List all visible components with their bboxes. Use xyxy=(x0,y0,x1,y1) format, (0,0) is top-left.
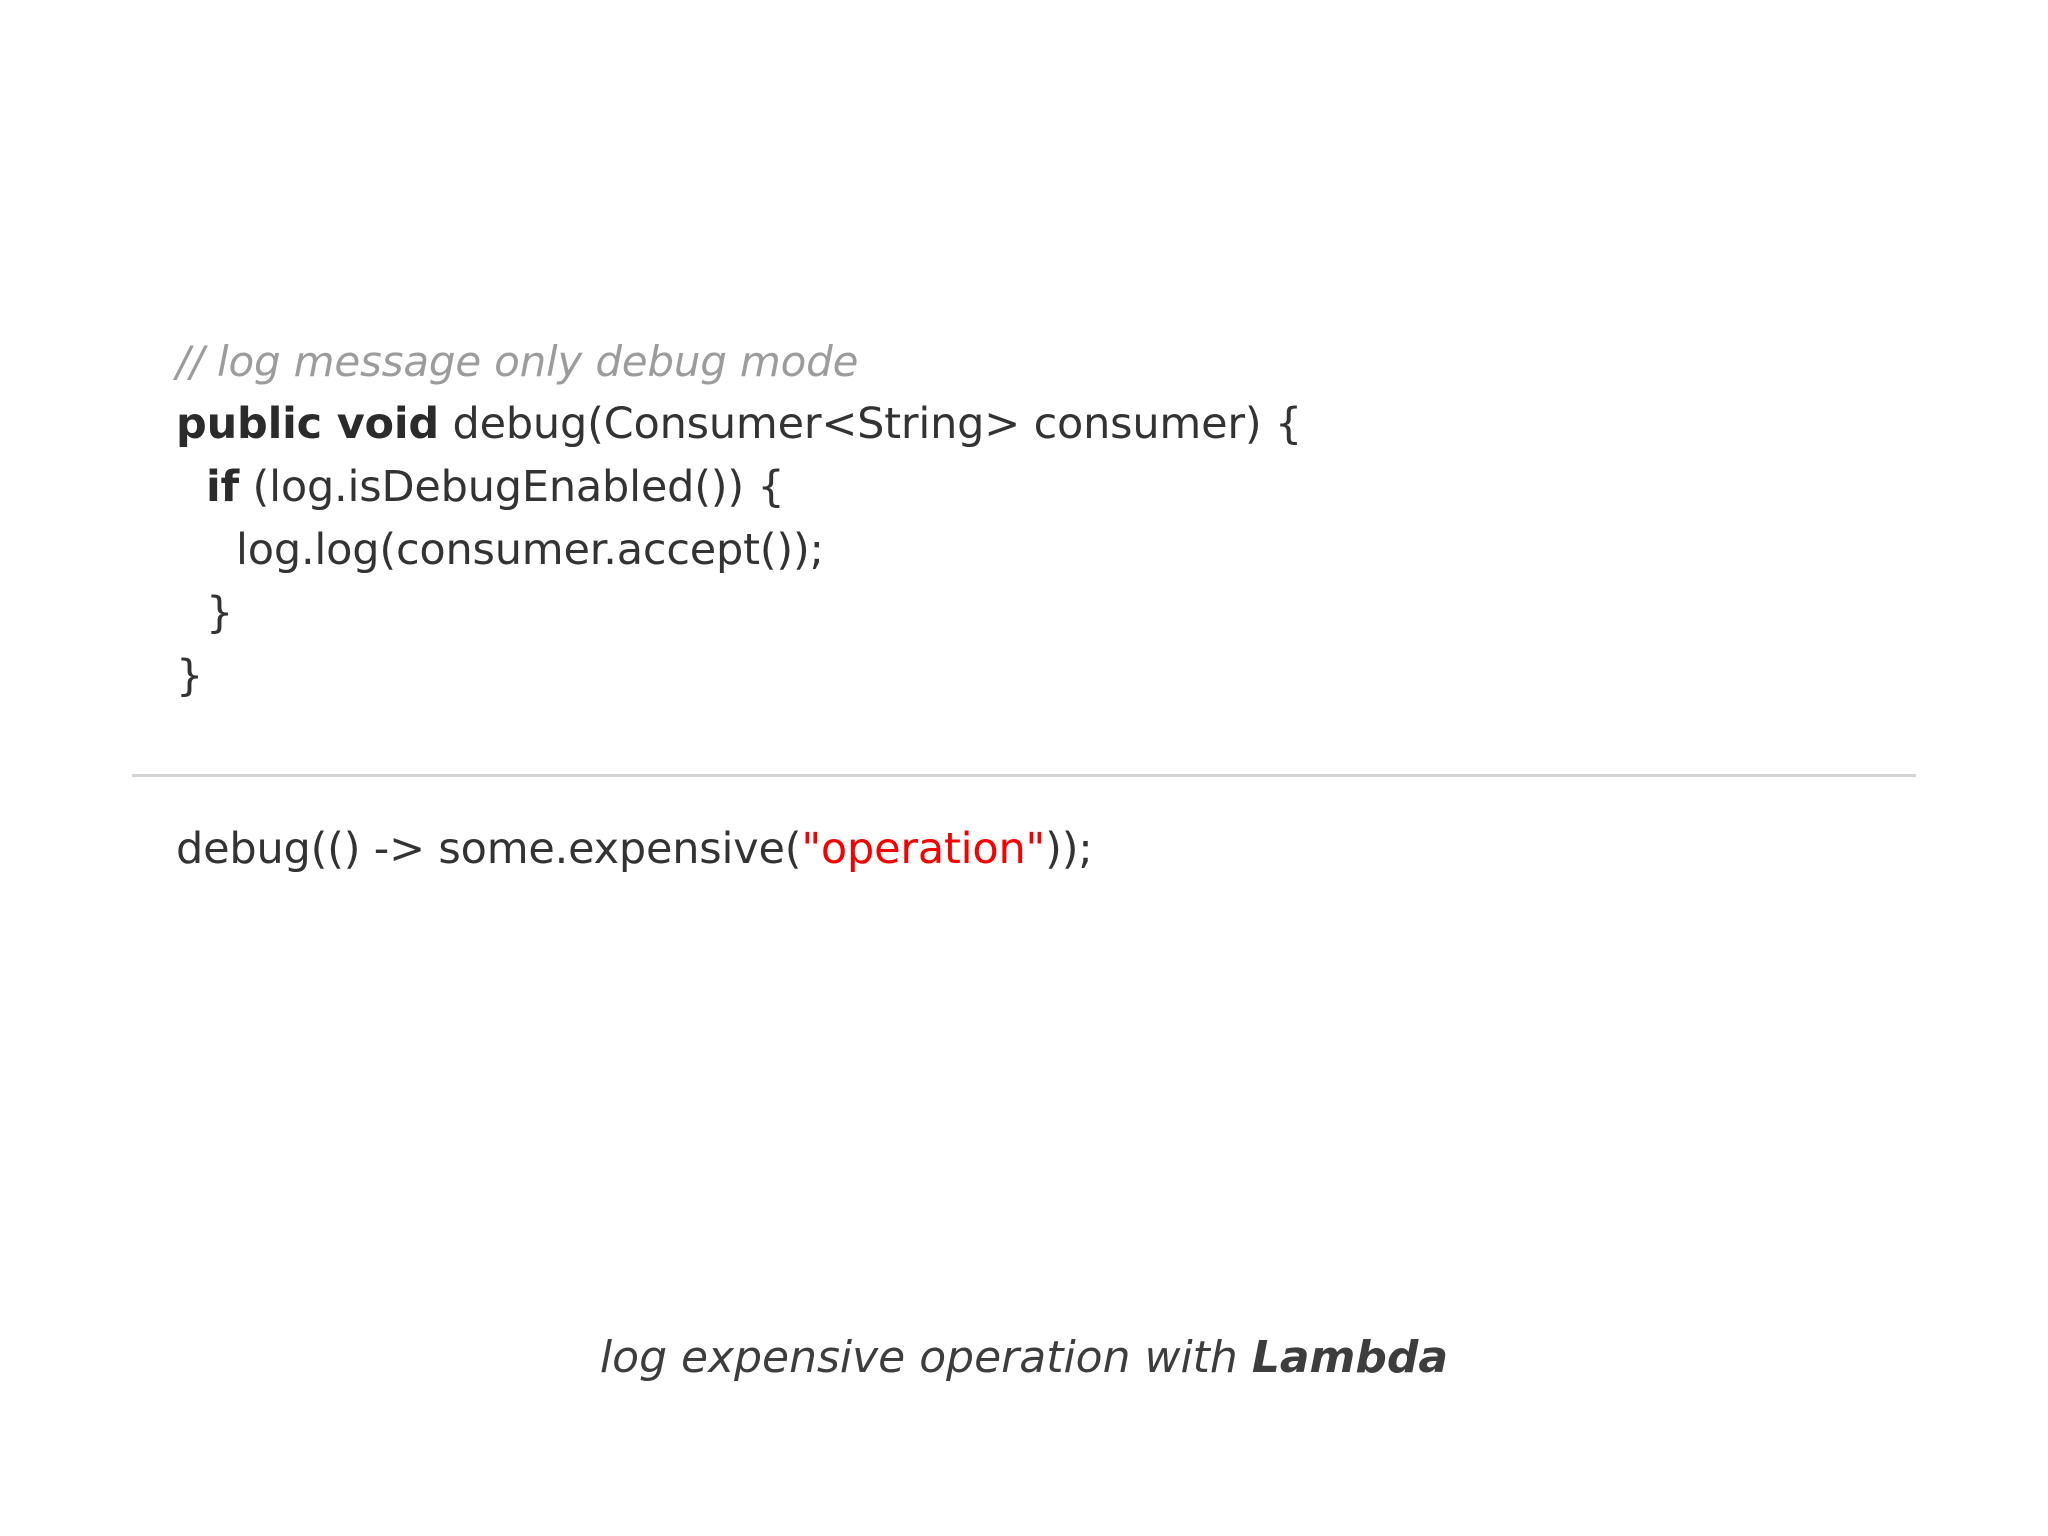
code-line-method-signature: public void debug(Consumer<String> consu… xyxy=(176,393,1926,456)
usage-prefix: debug(() -> some.expensive( xyxy=(176,824,802,874)
code-line-log-call: log.log(consumer.accept()); xyxy=(236,525,824,575)
code-line-if-statement: if (log.isDebugEnabled()) { xyxy=(176,456,1926,519)
code-line-comment: // log message only debug mode xyxy=(176,337,859,386)
caption-text: log expensive operation with xyxy=(599,1332,1252,1383)
section-divider xyxy=(132,774,1916,777)
usage-block: debug(() -> some.expensive("operation"))… xyxy=(176,818,1926,881)
slide-caption: log expensive operation with Lambda xyxy=(0,1332,2048,1383)
if-condition-rest: (log.isDebugEnabled()) { xyxy=(239,462,785,512)
usage-suffix: )); xyxy=(1045,824,1093,874)
caption-emphasis: Lambda xyxy=(1251,1332,1449,1383)
code-line-close-if-brace: } xyxy=(206,588,234,638)
keyword-if: if xyxy=(206,462,240,512)
string-literal-operation: "operation" xyxy=(801,824,1046,874)
code-line-lambda-usage: debug(() -> some.expensive("operation"))… xyxy=(176,818,1926,881)
method-signature-rest: debug(Consumer<String> consumer) { xyxy=(439,399,1303,449)
code-line-close-method-brace: } xyxy=(176,651,204,701)
keyword-public-void: public void xyxy=(176,399,440,449)
code-block: // log message only debug mode public vo… xyxy=(176,330,1926,708)
